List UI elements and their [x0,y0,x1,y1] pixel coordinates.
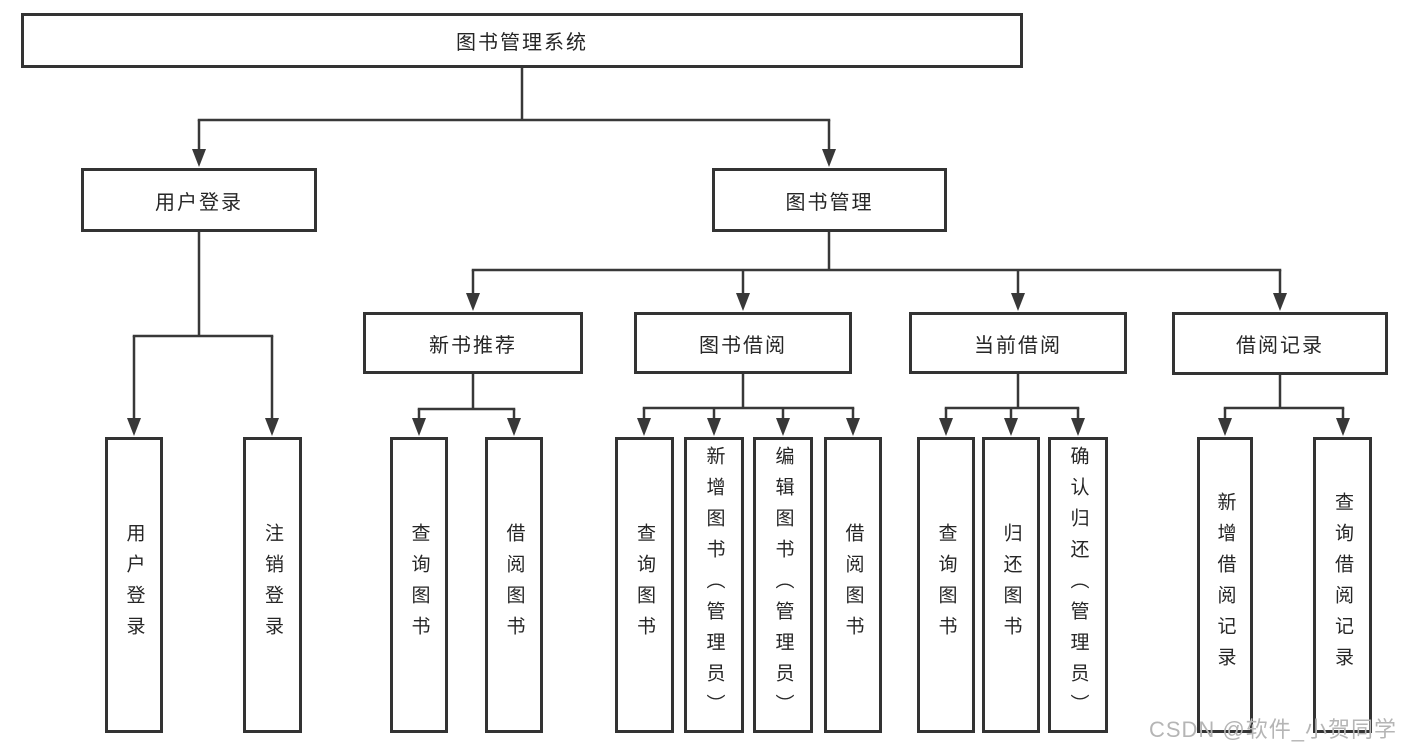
arrowhead-nbr-leaf2 [507,418,521,436]
arrowhead-br-leaf1 [1218,418,1232,436]
leaf-br-add-record: 新增借阅记录 [1197,437,1253,733]
node-current-borrow-label: 当前借阅 [974,334,1062,357]
leaf-user-login: 用户登录 [105,437,163,733]
node-new-book-rec: 新书推荐 [363,312,583,374]
node-root: 图书管理系统 [21,13,1023,68]
arrowhead-leaf-logout [265,418,279,436]
leaf-nbr-query-books-label: 查询图书 [408,523,430,647]
leaf-bb-add-books-admin: 新增图书（管理员） [684,437,744,733]
leaf-bb-add-books-admin-label: 新增图书（管理员） [703,445,725,725]
arrowhead-new-book-rec [466,293,480,311]
arrowhead-bb-leaf2 [707,418,721,436]
leaf-logout: 注销登录 [243,437,302,733]
leaf-bb-edit-books-admin: 编辑图书（管理员） [753,437,813,733]
leaf-bb-borrow-books: 借阅图书 [824,437,882,733]
arrowhead-cb-leaf2 [1004,418,1018,436]
arrowhead-bb-leaf1 [637,418,651,436]
node-borrow-record: 借阅记录 [1172,312,1388,375]
leaf-bb-query-books-label: 查询图书 [634,523,655,647]
arrowhead-leaf-login [127,418,141,436]
leaf-nbr-query-books: 查询图书 [390,437,448,733]
leaf-cb-return-books: 归还图书 [982,437,1040,733]
leaf-bb-borrow-books-label: 借阅图书 [842,523,864,647]
leaf-br-query-record: 查询借阅记录 [1313,437,1372,733]
node-borrow-record-label: 借阅记录 [1236,335,1324,357]
arrowhead-borrow-record [1273,293,1287,311]
leaf-cb-confirm-return-admin-label: 确认归还（管理员） [1067,445,1089,725]
arrowhead-user-login [192,149,206,167]
arrowhead-cb-leaf1 [939,418,953,436]
leaf-nbr-borrow-books: 借阅图书 [485,437,543,733]
arrowhead-nbr-leaf1 [412,418,426,436]
leaf-cb-query-books-label: 查询图书 [935,523,957,647]
arrowhead-book-borrow [736,293,750,311]
csdn-watermark: CSDN @软件_小贺同学 [1148,717,1397,742]
node-current-borrow: 当前借阅 [909,312,1127,374]
leaf-bb-query-books: 查询图书 [615,437,674,733]
leaf-cb-return-books-label: 归还图书 [1000,523,1022,647]
arrowhead-cb-leaf3 [1071,418,1085,436]
node-user-login-label: 用户登录 [155,191,243,214]
node-book-borrow: 图书借阅 [634,312,852,374]
leaf-nbr-borrow-books-label: 借阅图书 [503,523,525,647]
node-book-mgmt-label: 图书管理 [785,191,874,214]
node-book-mgmt: 图书管理 [712,168,947,232]
arrowhead-bb-leaf3 [776,418,790,436]
leaf-user-login-label: 用户登录 [123,523,145,647]
arrowhead-book-mgmt [822,149,836,167]
leaf-cb-query-books: 查询图书 [917,437,975,733]
node-root-label: 图书管理系统 [456,32,588,54]
leaf-logout-label: 注销登录 [262,523,283,647]
node-book-borrow-label: 图书借阅 [699,334,787,357]
arrowhead-bb-leaf4 [846,418,860,436]
node-user-login: 用户登录 [81,168,317,232]
leaf-br-query-record-label: 查询借阅记录 [1332,492,1353,678]
leaf-bb-edit-books-admin-label: 编辑图书（管理员） [772,445,794,725]
leaf-cb-confirm-return-admin: 确认归还（管理员） [1048,437,1108,733]
node-new-book-rec-label: 新书推荐 [429,334,517,357]
arrowhead-current-borrow [1011,293,1025,311]
arrowhead-br-leaf2 [1336,418,1350,436]
leaf-br-add-record-label: 新增借阅记录 [1214,492,1236,678]
